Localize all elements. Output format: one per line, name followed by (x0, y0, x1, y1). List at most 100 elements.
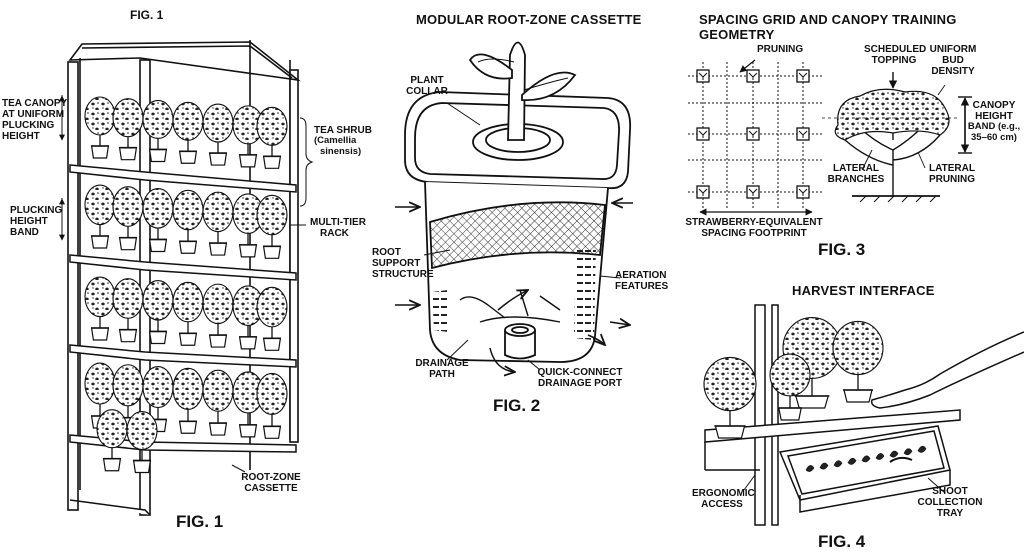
tea-shrub (172, 367, 204, 434)
tea-shrub (202, 103, 234, 166)
tea-canopy-line2: AT UNIFORM (2, 109, 65, 120)
multi-tier-line1: MULTI-TIER (310, 217, 366, 228)
fig1-bottom-label: FIG. 1 (176, 512, 224, 531)
quick-connect-label: QUICK-CONNECT DRAINAGE PORT (535, 367, 625, 389)
tea-shrub (202, 283, 234, 348)
tea-canopy-label: TEA CANOPY AT UNIFORM PLUCKING HEIGHT (2, 98, 72, 142)
tea-shoot (861, 455, 871, 463)
fig1-annotation-lines (59, 95, 314, 473)
plucking-band-line1: PLUCKING (10, 205, 63, 216)
grid-pot (796, 69, 810, 83)
grid-pot (696, 69, 710, 83)
scheduled-topping-line2: TOPPING (871, 55, 917, 66)
tea-shoot (875, 453, 885, 460)
multi-tier-label: MULTI-TIER RACK (310, 217, 380, 239)
tea-shrub (256, 194, 288, 259)
fig3-title: SPACING GRID AND CANOPY TRAINING GEOMETR… (699, 12, 957, 42)
fig2-arrows (395, 102, 633, 372)
plant-collar-line1: PLANT (410, 75, 444, 86)
tea-shrub (172, 281, 204, 346)
root-zone-cassette (404, 41, 631, 363)
root-support-line2: SUPPORT (372, 258, 421, 269)
harvest-shrub (769, 353, 811, 421)
tea-shrub (172, 101, 204, 164)
plant-collar-line2: COLLAR (406, 86, 448, 97)
fig4-label: FIG. 4 (818, 532, 866, 551)
shoot-tray-line1: SHOOT (932, 486, 968, 497)
grid-pot (746, 185, 760, 199)
ergonomic-label: ERGONOMIC ACCESS (692, 488, 755, 510)
drainage-path-line2: PATH (429, 369, 455, 380)
tea-shrub (84, 96, 116, 159)
fig2-title: MODULAR ROOT-ZONE CASSETTE (416, 12, 642, 27)
grid-pot (746, 69, 760, 83)
uniform-bud-line2: BUD (942, 55, 964, 66)
grid-pot (796, 127, 810, 141)
grid-plant-pots (696, 69, 810, 199)
lateral-branches-line1: LATERAL (833, 163, 879, 174)
lateral-branches-line2: BRANCHES (827, 174, 885, 185)
uniform-bud-line3: DENSITY (931, 66, 975, 77)
tea-shoot (889, 450, 899, 458)
plucking-band-line3: BAND (10, 227, 39, 238)
tea-shrub (256, 286, 288, 351)
quick-connect-line1: QUICK-CONNECT (537, 367, 623, 378)
footprint-label: STRAWBERRY-EQUIVALENT SPACING FOOTPRINT (680, 217, 828, 239)
tea-shrub (232, 193, 264, 258)
footprint-line1: STRAWBERRY-EQUIVALENT (685, 217, 823, 228)
harvest-shrub (703, 356, 757, 439)
harvest-tea-shrubs (703, 317, 884, 439)
shoot-tray-label: SHOOT COLLECTION TRAY (915, 486, 985, 519)
shoot-tray-line3: TRAY (936, 508, 964, 519)
aeration-line2: FEATURES (615, 281, 669, 292)
tea-shrub (84, 276, 116, 341)
tea-shoot (805, 465, 815, 472)
root-zone-label: ROOT-ZONE CASSETTE (236, 472, 306, 494)
root-support-line3: STRUCTURE (372, 269, 434, 280)
tea-shrub-label: TEA SHRUB (Camellia sinensis) (314, 125, 384, 157)
pruning-label: PRUNING (757, 44, 804, 55)
footprint-line2: SPACING FOOTPRINT (701, 228, 807, 239)
fig2-label: FIG. 2 (493, 396, 541, 415)
tea-shoot (903, 448, 913, 456)
tea-shrub (84, 184, 116, 249)
canopy-height-label: CANOPY HEIGHT BAND (e.g., 35–60 cm) (966, 100, 1022, 143)
drainage-path-line1: DRAINAGE (415, 358, 469, 369)
tea-canopy-line1: TEA CANOPY (2, 98, 68, 109)
tea-shoot (833, 460, 843, 468)
ergonomic-line2: ACCESS (701, 499, 743, 510)
canopy-height-line1: CANOPY (972, 100, 1016, 111)
tea-shrub (232, 285, 264, 350)
tea-shrub (202, 191, 234, 256)
plucking-band-line2: HEIGHT (10, 216, 48, 227)
root-support-line1: ROOT (372, 247, 401, 258)
plant-collar-label: PLANT COLLAR (405, 75, 449, 97)
tea-canopy-line3: PLUCKING (2, 120, 55, 131)
uniform-bud-line1: UNIFORM (929, 44, 977, 55)
tea-shrub (232, 371, 264, 438)
fig4-title: HARVEST INTERFACE (792, 283, 935, 298)
root-zone-line2: CASSETTE (244, 483, 298, 494)
tea-shrub-line2: (Camellia (314, 135, 357, 146)
tray-shoots (805, 445, 927, 472)
lateral-pruning-line1: LATERAL (929, 163, 975, 174)
tea-shrub (256, 106, 288, 169)
tea-shrubs (84, 96, 288, 474)
scheduled-topping-line1: SCHEDULED (864, 44, 927, 55)
tea-shoot (847, 457, 857, 465)
tea-shrub (142, 279, 174, 345)
tea-shrub (256, 372, 288, 439)
tea-shrub (126, 410, 158, 474)
trained-tree (822, 72, 972, 203)
canopy-height-line3: BAND (e.g., (967, 121, 1021, 132)
drainage-path-label: DRAINAGE PATH (412, 358, 472, 380)
grid-pot (796, 185, 810, 199)
canopy-height-line2: HEIGHT (975, 111, 1013, 122)
scheduled-topping-label: SCHEDULED TOPPING (864, 44, 927, 66)
tea-shrub (142, 99, 174, 163)
tea-shrub-line3: sinensis) (320, 145, 362, 157)
root-zone-line1: ROOT-ZONE (241, 472, 301, 483)
fig3-label: FIG. 3 (818, 240, 866, 259)
canopy-height-line4: 35–60 cm) (971, 131, 1017, 143)
